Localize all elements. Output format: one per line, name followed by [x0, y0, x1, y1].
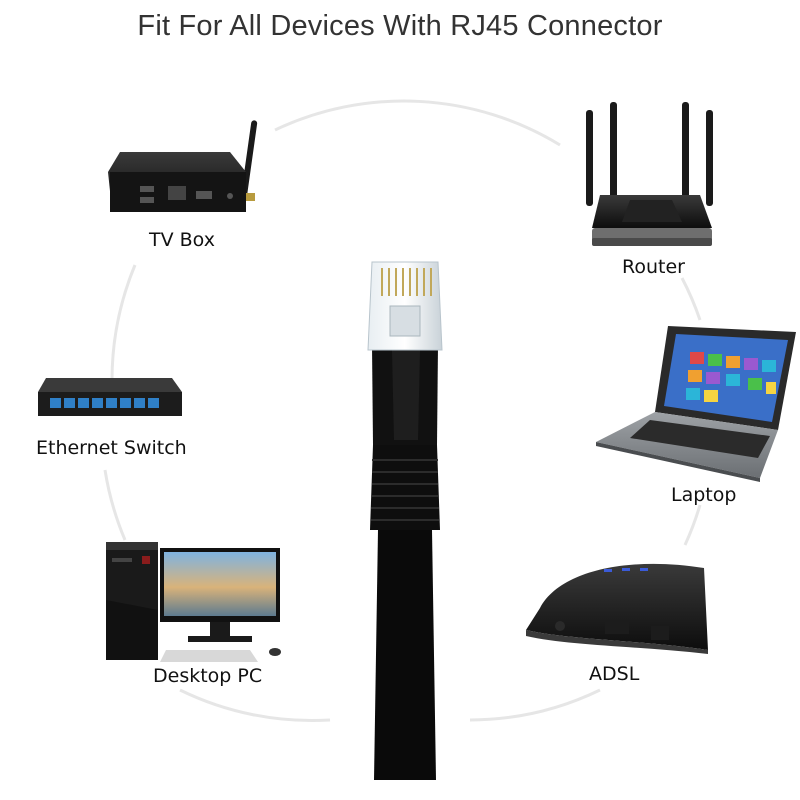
- rj45-cable-icon: [367, 261, 443, 780]
- background-ring: [103, 99, 702, 723]
- laptop-icon: [596, 326, 796, 482]
- device-label-router: Router: [622, 256, 685, 278]
- desktop-pc-icon: [106, 542, 281, 662]
- device-label-ethernet-switch: Ethernet Switch: [36, 437, 187, 459]
- adsl-modem-icon: [526, 563, 708, 654]
- device-label-desktop-pc: Desktop PC: [153, 665, 263, 687]
- device-label-tv-box: TV Box: [149, 229, 215, 251]
- device-label-adsl: ADSL: [589, 663, 640, 685]
- page-title: Fit For All Devices With RJ45 Connector: [137, 10, 663, 42]
- router-icon: [586, 102, 713, 246]
- tv-box-icon: [108, 120, 258, 212]
- device-label-laptop: Laptop: [671, 484, 737, 506]
- ethernet-switch-icon: [38, 378, 182, 416]
